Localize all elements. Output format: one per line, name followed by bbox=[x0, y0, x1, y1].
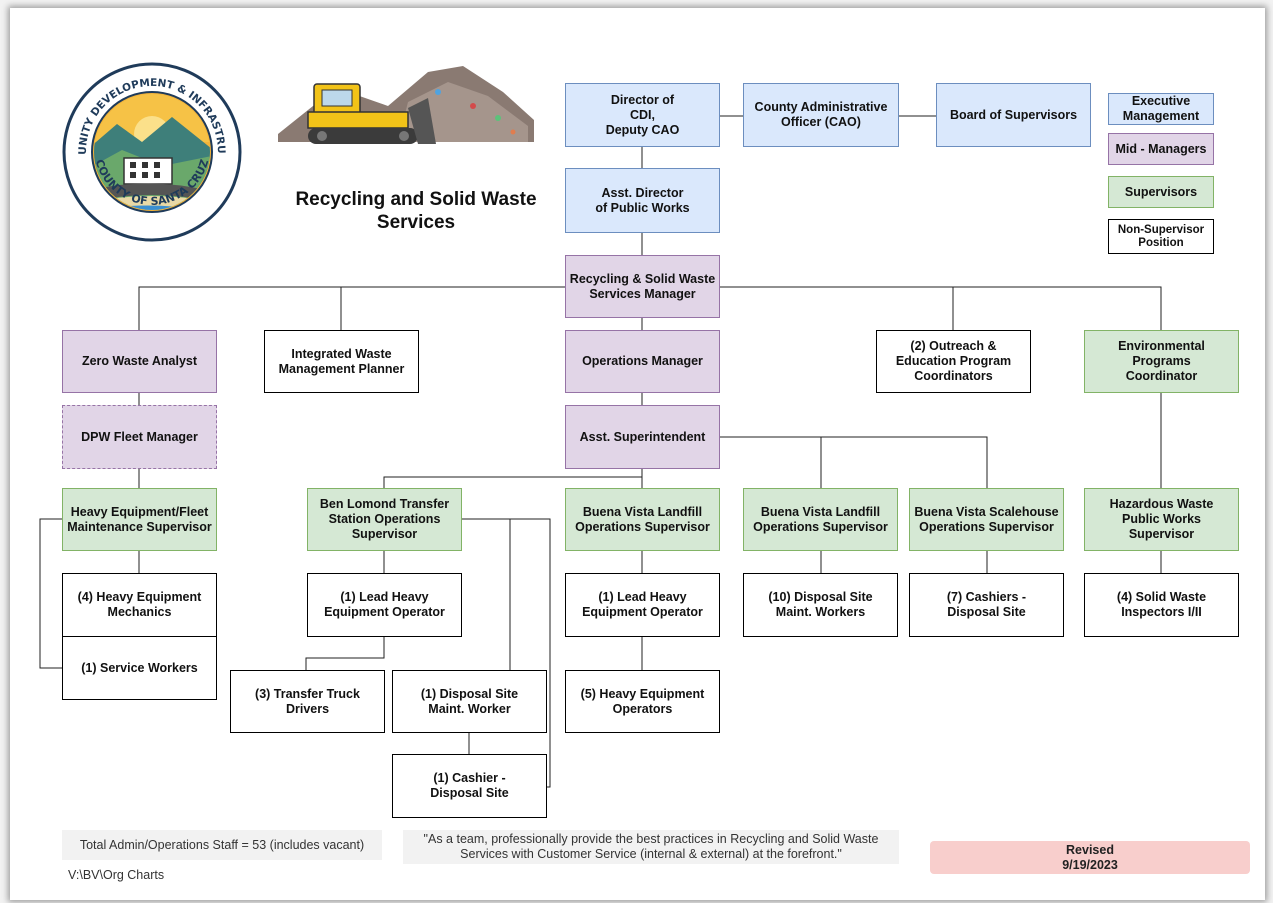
county-logo: COMMUNITY DEVELOPMENT & INFRASTRUCTURE C… bbox=[62, 62, 242, 242]
node-ben-lomond-supervisor: Ben Lomond Transfer Station Operations S… bbox=[307, 488, 462, 551]
node-bv-landfill-supervisor: Buena Vista Landfill Operations Supervis… bbox=[565, 488, 720, 551]
page-title: Recycling and Solid Waste Services bbox=[295, 189, 537, 233]
legend-supervisors: Supervisors bbox=[1108, 176, 1214, 208]
node-asst-director: Asst. Director of Public Works bbox=[565, 168, 720, 233]
node-bl-lead-operator: (1) Lead Heavy Equipment Operator bbox=[307, 573, 462, 637]
connector-lines bbox=[39, 115, 1162, 788]
node-director: Director of CDI, Deputy CAO bbox=[565, 83, 720, 147]
node-heavy-mechanics: (4) Heavy Equipment Mechanics bbox=[62, 573, 217, 637]
legend-executive: Executive Management bbox=[1108, 93, 1214, 125]
org-chart-page: COMMUNITY DEVELOPMENT & INFRASTRUCTURE C… bbox=[10, 8, 1265, 900]
node-env-programs-coordinator: Environmental Programs Coordinator bbox=[1084, 330, 1239, 393]
node-board: Board of Supervisors bbox=[936, 83, 1091, 147]
node-operations-manager: Operations Manager bbox=[565, 330, 720, 393]
node-iwm-planner: Integrated Waste Management Planner bbox=[264, 330, 419, 393]
node-truck-drivers: (3) Transfer Truck Drivers bbox=[230, 670, 385, 733]
revised-date: 9/19/2023 bbox=[1062, 857, 1118, 872]
node-cashiers: (7) Cashiers - Disposal Site bbox=[909, 573, 1064, 637]
legend-mid-managers: Mid - Managers bbox=[1108, 133, 1214, 165]
node-bl-cashier: (1) Cashier - Disposal Site bbox=[392, 754, 547, 818]
node-bv-scalehouse-supervisor: Buena Vista Scalehouse Operations Superv… bbox=[909, 488, 1064, 551]
mission-statement: "As a team, professionally provide the b… bbox=[403, 830, 899, 864]
node-hazwaste-supervisor: Hazardous Waste Public Works Supervisor bbox=[1084, 488, 1239, 551]
node-asst-superintendent: Asst. Superintendent bbox=[565, 405, 720, 469]
node-bv-disposal-workers: (10) Disposal Site Maint. Workers bbox=[743, 573, 898, 637]
revised-badge: Revised 9/19/2023 bbox=[930, 841, 1250, 874]
node-bl-disposal-worker: (1) Disposal Site Maint. Worker bbox=[392, 670, 547, 733]
node-zero-waste-analyst: Zero Waste Analyst bbox=[62, 330, 217, 393]
node-bv-heavy-operators: (5) Heavy Equipment Operators bbox=[565, 670, 720, 733]
legend-non-supervisor: Non-Supervisor Position bbox=[1108, 219, 1214, 254]
bulldozer-illustration bbox=[278, 66, 534, 144]
node-bv-lead-operator: (1) Lead Heavy Equipment Operator bbox=[565, 573, 720, 637]
node-service-workers: (1) Service Workers bbox=[62, 636, 217, 700]
node-rsw-manager: Recycling & Solid Waste Services Manager bbox=[565, 255, 720, 318]
node-bv-landfill-supervisor-2: Buena Vista Landfill Operations Supervis… bbox=[743, 488, 898, 551]
file-path-note: V:\BV\Org Charts bbox=[68, 868, 165, 882]
revised-label: Revised bbox=[1066, 842, 1114, 857]
node-inspectors: (4) Solid Waste Inspectors I/II bbox=[1084, 573, 1239, 637]
node-fleet-manager: DPW Fleet Manager bbox=[62, 405, 217, 469]
node-heavy-fleet-supervisor: Heavy Equipment/Fleet Maintenance Superv… bbox=[62, 488, 217, 551]
node-cao: County Administrative Officer (CAO) bbox=[743, 83, 899, 147]
staff-total-note: Total Admin/Operations Staff = 53 (inclu… bbox=[62, 830, 382, 860]
node-outreach-coordinators: (2) Outreach & Education Program Coordin… bbox=[876, 330, 1031, 393]
